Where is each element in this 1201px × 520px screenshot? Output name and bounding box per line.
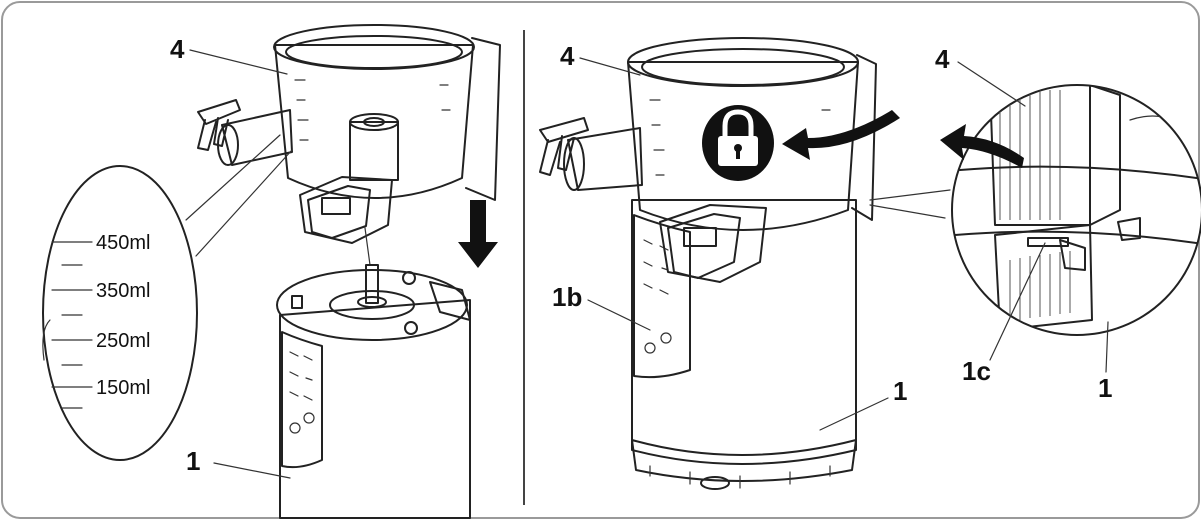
scale-label-350: 350ml [96,280,150,302]
spout [197,99,293,166]
callout-detail-latch: 1c [962,356,991,386]
callout-detail-bowl: 4 [935,44,950,74]
callout-detail-base: 1 [1098,373,1112,403]
rotate-arrow-icon [782,110,900,160]
callout-base-right: 1 [893,376,907,406]
motor-base-assembled [631,199,857,490]
motor-base [276,264,471,519]
juice-bowl [273,24,501,266]
detail-arrow-icon [940,124,1024,168]
callout-panel-right: 1b [552,282,582,312]
scale-label-250: 250ml [96,330,150,352]
scale-label-150: 150ml [96,377,150,399]
callout-base-left: 1 [186,446,200,476]
measurement-scale-magnifier: 450ml 350ml 250ml 150ml [42,134,293,461]
down-arrow-icon [458,200,498,268]
left-panel: 450ml 350ml 250ml 150ml 4 1 [42,24,501,519]
juice-bowl-assembled [627,37,877,283]
padlock-icon [702,105,774,181]
callout-bowl-right: 4 [560,41,575,71]
latch-detail-magnifier [940,84,1201,336]
spout-assembled [539,117,643,191]
scale-label-450: 450ml [96,232,150,254]
callout-bowl-left: 4 [170,34,185,64]
right-panel: 4 1b 1 4 1c 1 [539,37,1201,490]
